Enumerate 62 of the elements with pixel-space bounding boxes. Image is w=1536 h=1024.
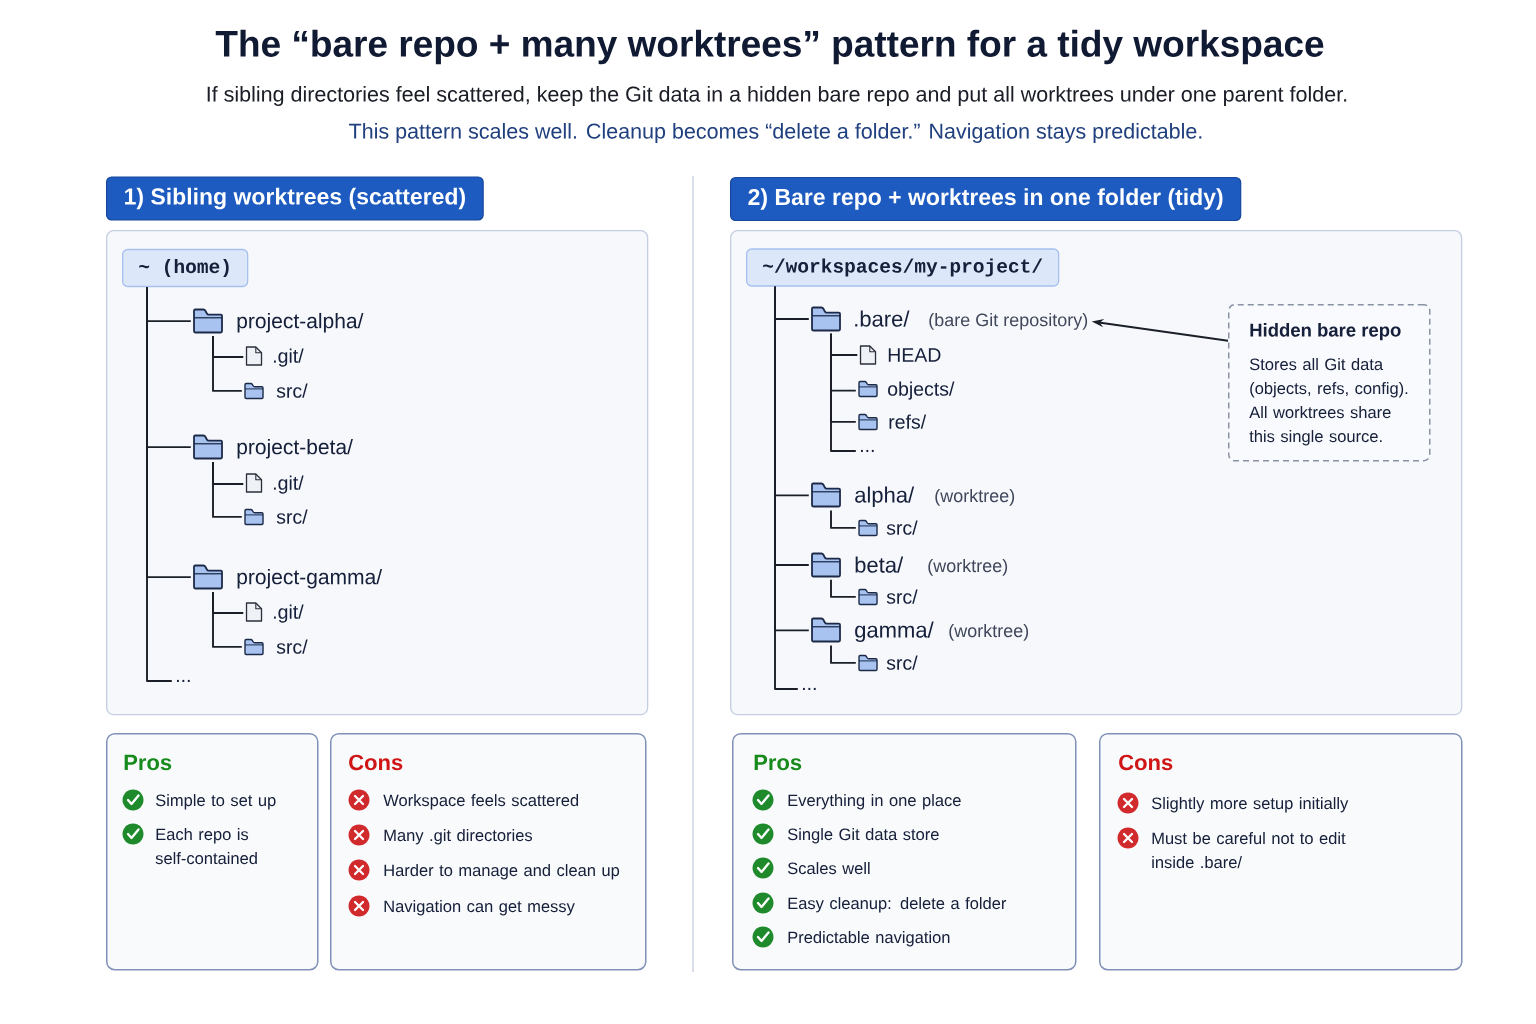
folder-name: src/ — [276, 509, 308, 524]
title: The “bare repo + many worktrees” pattern for a tidy workspace — [215, 29, 1324, 65]
note-text: (bare Git repository) — [929, 313, 1088, 330]
note-text: (worktree) — [935, 488, 1015, 506]
tree-line — [774, 285, 799, 690]
list-item: Single Git data store — [787, 828, 939, 844]
tree-line — [212, 334, 243, 392]
tree-line — [830, 332, 857, 452]
folder-name: gamma/ — [855, 621, 934, 643]
folder-name: src/ — [886, 589, 918, 604]
list-item: Everything in one place — [788, 794, 961, 810]
file-name: .git/ — [274, 475, 304, 494]
tree-line — [830, 578, 857, 598]
folder-name: src/ — [886, 520, 918, 535]
list-item: Each repo is self-contained — [155, 828, 257, 865]
tree-line — [212, 460, 243, 518]
heading: Pros — [754, 754, 802, 771]
ellipsis: ... — [177, 679, 190, 682]
list-item: Easy cleanup: delete a folder — [788, 897, 1007, 913]
file-name: HEAD — [888, 348, 941, 362]
list-item: Many .git directories — [384, 829, 533, 845]
path-box: ~/workspaces/my-project/ — [746, 248, 1060, 287]
folder-name: project-gamma/ — [237, 568, 383, 589]
list-item: Harder to manage and clean up — [384, 864, 620, 880]
section-header: 2) Bare repo + worktrees in one folder (tidy) — [730, 176, 1242, 222]
list-item: Must be careful not to edit inside .bare/ — [1152, 832, 1346, 869]
heading: Cons — [1119, 754, 1173, 771]
tree-line — [830, 509, 857, 529]
folder-name: project-beta/ — [237, 438, 353, 459]
list-item: Predictable navigation — [788, 931, 950, 947]
subtitle: If sibling directories feel scattered, keep the Git data in a hidden bare repo and put all worktrees under one parent folder. — [207, 86, 1347, 107]
callout-text: Stores all Git data (objects, refs, config). All worktrees share this single source. — [1249, 358, 1408, 446]
path-box: ~ (home) — [122, 248, 249, 288]
panel — [106, 230, 649, 716]
subtitle: This pattern scales well. Cleanup becomes “delete a folder.” Navigation stays predictable. — [349, 123, 1202, 143]
folder-name: alpha/ — [855, 486, 915, 508]
heading: Cons — [349, 754, 403, 771]
note-text: (worktree) — [928, 558, 1008, 576]
folder-name: .bare/ — [855, 310, 910, 327]
folder-name: objects/ — [888, 381, 955, 400]
tree-line — [146, 286, 173, 682]
list-item: Scales well — [787, 862, 870, 875]
folder-name: src/ — [886, 655, 918, 670]
folder-name: project-alpha/ — [237, 312, 364, 333]
heading: Hidden bare repo — [1250, 323, 1401, 341]
section-header: 1) Sibling worktrees (scattered) — [106, 176, 484, 221]
folder-name: refs/ — [889, 414, 927, 429]
file-name: .git/ — [274, 604, 304, 623]
folder-name: src/ — [276, 639, 308, 654]
list-item: Navigation can get messy — [384, 900, 575, 916]
folder-name: beta/ — [855, 556, 904, 573]
list-item: Slightly more setup initially — [1151, 797, 1349, 813]
list-item: Workspace feels scattered — [383, 794, 579, 810]
list-item: Simple to set up — [155, 794, 276, 810]
ellipsis: ... — [861, 449, 874, 452]
folder-name: src/ — [276, 383, 308, 398]
tree-line — [830, 644, 857, 664]
ellipsis: ... — [803, 687, 816, 690]
note-text: (worktree) — [949, 623, 1029, 641]
file-name: .git/ — [274, 348, 304, 367]
tree-line — [212, 590, 243, 648]
heading: Pros — [124, 754, 172, 771]
